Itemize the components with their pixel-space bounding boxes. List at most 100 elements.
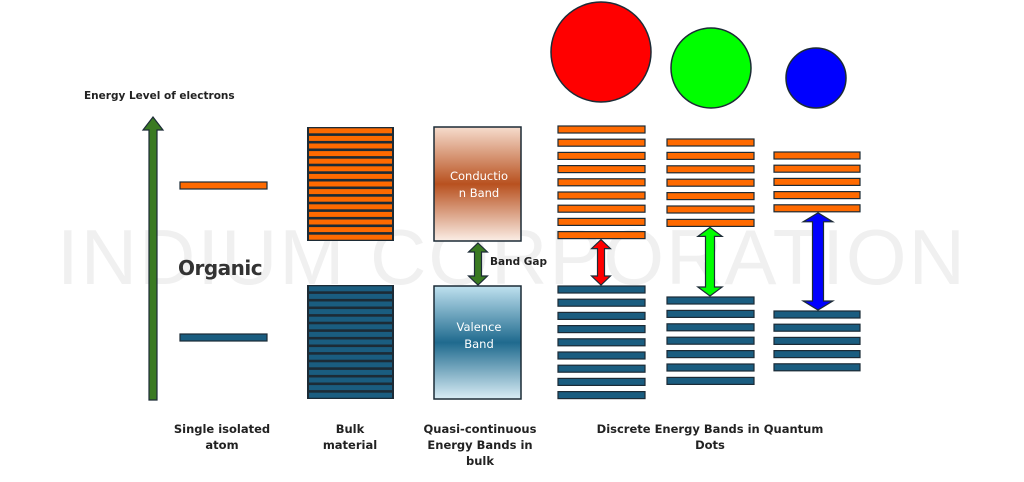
bulk-valence-band-line [309,293,392,299]
qd-green-conduction-level [666,151,755,160]
bulk-conduction-band-line [309,211,392,217]
qd-green-conduction-level [666,192,755,201]
conduction-band-label-line: Conductio [449,169,508,183]
qd-green-conduction-level [666,178,755,187]
quantum-dot-blue [785,47,847,109]
qd-blue-valence-level [773,310,861,319]
qd-green-valence-level [666,336,755,345]
bulk-conduction-band-line [309,219,392,225]
qd-blue-valence-level [773,323,861,332]
bulk-valence-band-line [309,339,392,345]
qd-green-valence-level [666,323,755,332]
qd-red-valence-level [557,311,646,320]
qd-red-valence-level [557,364,646,373]
qd-blue-gap-arrow-icon [801,212,835,311]
bulk-valence-band-line [309,377,392,383]
bulk-valence-band-line [309,362,392,368]
bulk-conduction-band-line [309,204,392,210]
qd-green-valence-level [666,363,755,372]
qd-blue-conduction-level [773,177,861,186]
bulk-conduction-band-line [309,234,392,240]
qd-red-conduction-level [557,165,646,174]
organic-label: Organic [178,256,263,280]
valence-band-box [433,285,522,400]
bulk-conduction-band-line [309,189,392,195]
quantum-dot-red [550,1,652,103]
qd-red-valence-level [557,298,646,307]
qd-red-valence-level [557,285,646,294]
qd-green-valence-level [666,350,755,359]
caption-single-atom: Single isolated atom [160,421,284,453]
caption-line: Energy Bands in [427,438,533,452]
band-gap-label: Band Gap [490,256,547,268]
qd-green-valence-level [666,296,755,305]
qd-green-gap-arrow-icon [696,226,724,297]
qd-red-valence-level [557,377,646,386]
quantum-dot-green [670,27,752,109]
caption-line: Dots [695,438,725,452]
bulk-valence-band-line [309,331,392,337]
bulk-valence-band-line [309,385,392,391]
caption-quantum-dots: Discrete Energy Bands in Quantum Dots [590,421,830,453]
caption-line: Discrete Energy Bands in Quantum [596,422,824,436]
qd-red-conduction-level [557,125,646,134]
qd-green-valence-level [666,309,755,318]
bulk-valence-band-line [309,347,392,353]
qd-red-valence-level [557,391,646,400]
single-atom-valence-level [179,333,268,342]
energy-axis-arrow-icon [141,116,165,401]
bulk-conduction-band-line [309,143,392,149]
bulk-conduction-band-line [309,173,392,179]
bulk-valence-band-line [309,301,392,307]
qd-green-conduction-level [666,138,755,147]
qd-green-valence-level [666,376,755,385]
bulk-valence-band-line [309,324,392,330]
caption-line: Bulk [335,422,365,436]
bulk-conduction-band-line [309,135,392,141]
bulk-valence-band-line [309,309,392,315]
valence-band-label: Valence Band [435,319,523,353]
qd-red-conduction-level [557,138,646,147]
qd-blue-conduction-level [773,191,861,200]
qd-red-conduction-level [557,217,646,226]
qd-blue-valence-level [773,363,861,372]
bulk-valence-band-line [309,286,392,292]
qd-green-conduction-level [666,165,755,174]
qd-red-conduction-level [557,204,646,213]
qd-red-conduction-level [557,231,646,240]
single-atom-conduction-level [179,181,268,190]
qd-blue-conduction-level [773,151,861,160]
caption-line: bulk [465,454,494,468]
conduction-band-box [433,126,522,242]
bulk-valence-band-line [309,316,392,322]
caption-line: Quasi-continuous [423,422,537,436]
bulk-valence-band-line [309,392,392,398]
bulk-conduction-band-line [309,128,392,134]
qd-blue-conduction-level [773,204,861,213]
qd-green-conduction-level [666,218,755,227]
bulk-conduction-band-line [309,151,392,157]
bulk-conduction-band-line [309,158,392,164]
caption-line: Single isolated [173,422,271,436]
bulk-valence-band-line [309,369,392,375]
band-gap-arrow-icon [467,242,489,286]
qd-blue-valence-level [773,350,861,359]
qd-blue-valence-level [773,336,861,345]
qd-red-conduction-level [557,151,646,160]
qd-red-conduction-level [557,191,646,200]
qd-red-valence-level [557,351,646,360]
qd-red-valence-level [557,325,646,334]
bulk-valence-band-line [309,354,392,360]
caption-quasi-continuous: Quasi-continuous Energy Bands in bulk [414,421,546,469]
qd-blue-conduction-level [773,164,861,173]
qd-red-gap-arrow-icon [590,238,612,286]
caption-line: material [322,438,378,452]
valence-band-label-line: Valence [456,320,502,334]
valence-band-label-line: Band [464,337,494,351]
bulk-conduction-band-line [309,181,392,187]
energy-axis-title: Energy Level of electrons [84,90,235,102]
qd-green-conduction-level [666,205,755,214]
bulk-conduction-band-line [309,227,392,233]
